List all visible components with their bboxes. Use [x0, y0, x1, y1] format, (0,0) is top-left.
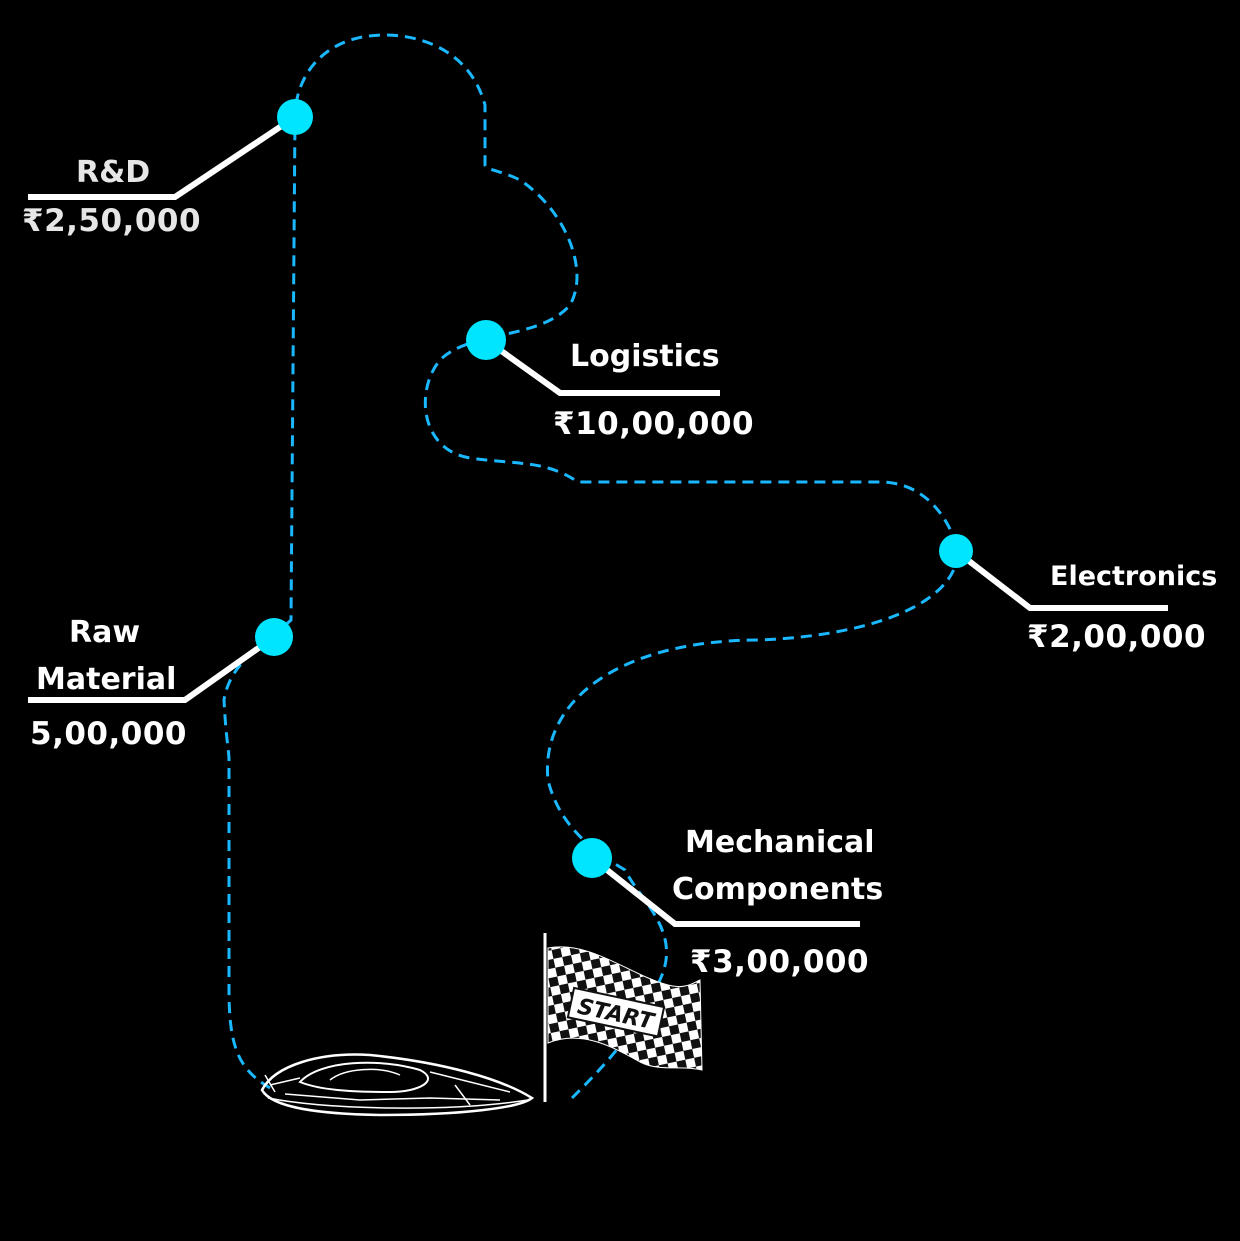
node-electronics[interactable] [939, 534, 973, 568]
leader-mechanical [590, 855, 860, 927]
leader-logistics [484, 337, 720, 396]
label-electronics-name: Electronics [1050, 561, 1218, 592]
leader-raw-material [28, 634, 276, 703]
label-logistics-name: Logistics [570, 339, 720, 374]
label-raw-material-amount: 5,00,000 [30, 716, 187, 752]
node-raw-material[interactable] [255, 618, 293, 656]
leader-electronics [954, 548, 1168, 611]
milestone-nodes [255, 99, 973, 878]
label-mechanical-name-line1: Mechanical [685, 825, 875, 860]
label-mechanical-name-line2: Components [672, 872, 884, 907]
node-logistics[interactable] [466, 320, 506, 360]
label-rd-amount: ₹2,50,000 [22, 203, 202, 239]
label-electronics-amount: ₹2,00,000 [1027, 619, 1207, 655]
checkered-flag-icon: START [543, 933, 703, 1102]
label-mechanical-amount: ₹3,00,000 [690, 944, 870, 980]
label-raw-material-name-line2: Material [36, 662, 177, 697]
leader-rd [28, 114, 297, 200]
leader-lines [28, 114, 1168, 927]
label-raw-material-name-line1: Raw [69, 615, 141, 650]
node-rd[interactable] [277, 99, 313, 135]
label-logistics-amount: ₹10,00,000 [553, 406, 755, 442]
route-path [222, 33, 960, 1100]
race-car-icon [260, 1053, 535, 1117]
node-mechanical[interactable] [572, 838, 612, 878]
label-rd-name: R&D [76, 155, 151, 190]
